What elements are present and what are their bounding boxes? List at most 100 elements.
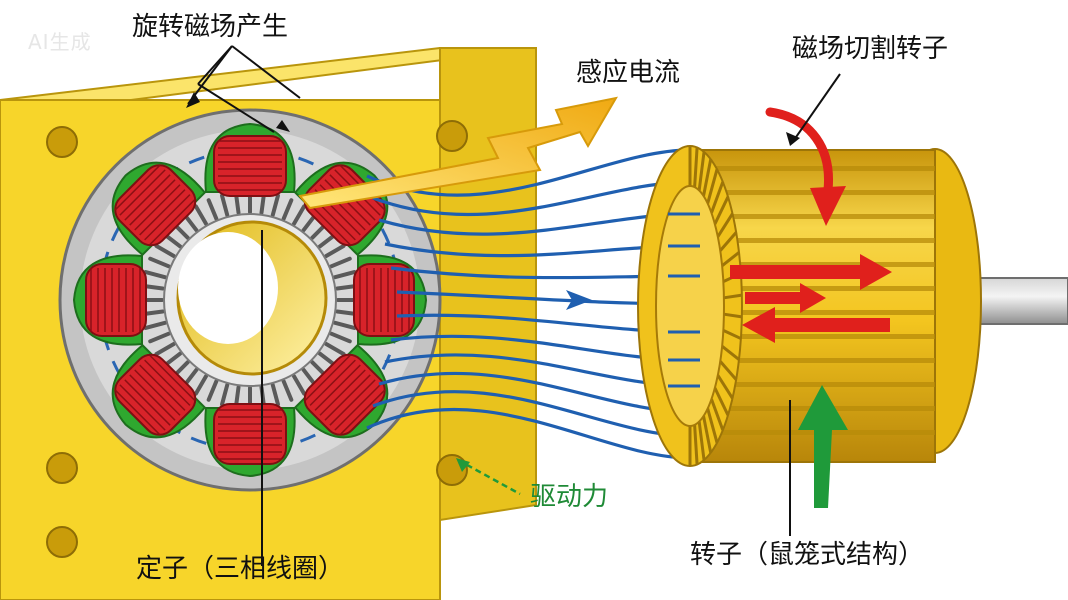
- coil-turn: [319, 369, 366, 416]
- rotor-end-slot: [693, 424, 699, 465]
- label-rotor: 转子（鼠笼式结构）: [690, 540, 925, 570]
- rotor-end-slot: [723, 293, 743, 300]
- mount-hole: [46, 452, 78, 484]
- coil-turn: [119, 384, 166, 431]
- driving-force-leader: [457, 458, 521, 496]
- stator-slot: [270, 193, 280, 217]
- induced-current-arrows: [730, 254, 892, 343]
- stator-slot: [220, 383, 230, 407]
- label-stator: 定子（三相线圈）: [136, 554, 345, 584]
- rotor-end-slot: [716, 374, 734, 400]
- stator-slot: [143, 320, 167, 330]
- coil-turn: [114, 164, 161, 211]
- stator-slot: [292, 204, 306, 226]
- rotor-bar: [692, 430, 935, 435]
- coil-turn: [339, 389, 386, 436]
- coil-turn: [139, 364, 186, 411]
- rotor-end-slot: [706, 408, 719, 444]
- stator-slot: [324, 342, 346, 356]
- coil-turn: [139, 189, 186, 236]
- coil-turn: [324, 374, 371, 421]
- coil-winding: [114, 353, 197, 436]
- rotor-end-slot: [693, 147, 699, 188]
- coil: [111, 343, 207, 439]
- stator-slot: [148, 256, 171, 269]
- coil: [353, 254, 428, 346]
- rotor-force-arrow: [798, 385, 848, 508]
- rotor-bar: [692, 238, 935, 243]
- coil: [204, 403, 296, 478]
- mount-hole: [46, 526, 78, 558]
- label-field-cuts-rotor: 磁场切割转子: [792, 34, 949, 64]
- field-line: [372, 390, 691, 438]
- rotor-bar: [692, 262, 935, 267]
- rotor-bar: [692, 382, 935, 387]
- coil-turn: [134, 184, 181, 231]
- rotor-bar: [692, 286, 935, 291]
- coil-turn: [129, 179, 176, 226]
- coil-winding: [353, 263, 415, 337]
- coil-winding: [213, 403, 287, 465]
- coil-turn: [309, 359, 356, 406]
- label-rotating-field: 旋转磁场产生: [132, 12, 289, 42]
- stator-slot: [154, 244, 176, 258]
- rotor-bar: [692, 166, 935, 171]
- coil-turn: [329, 379, 376, 426]
- induced-current-arrow: [298, 96, 618, 210]
- rotor-end-slot: [697, 421, 706, 461]
- coil-turn: [304, 354, 351, 401]
- coil-turn: [119, 169, 166, 216]
- coil-turn: [334, 384, 381, 431]
- coil-turn: [149, 354, 196, 401]
- stator-core: [58, 108, 442, 492]
- coil-turn: [124, 174, 171, 221]
- mount-hole: [46, 126, 78, 158]
- field-line: [372, 180, 691, 217]
- stator-slot: [329, 256, 352, 269]
- rotor-end-slot: [719, 231, 738, 252]
- coil: [72, 254, 147, 346]
- stator-slot: [281, 379, 294, 402]
- rotor-end-slot: [706, 168, 719, 204]
- stator-slot: [194, 374, 208, 396]
- field-direction-arrow: [566, 290, 592, 310]
- rotor-end-slot: [716, 212, 734, 238]
- coil-winding: [213, 135, 287, 197]
- stator-slot: [281, 198, 294, 221]
- rotor-bar: [692, 310, 935, 315]
- coil-turn: [314, 364, 361, 411]
- current-arrow-right: [745, 283, 826, 313]
- coil: [204, 122, 296, 197]
- rotor-end-slot: [723, 312, 743, 319]
- coil-turn: [149, 199, 196, 246]
- coil-turn: [134, 369, 181, 416]
- stator-slot: [220, 193, 230, 217]
- stator-slot: [292, 374, 306, 396]
- rotor-end-slot: [697, 151, 706, 191]
- field-cut-arrow: [765, 107, 833, 195]
- label-driving-force: 驱动力: [530, 482, 609, 512]
- coil-winding: [85, 263, 147, 337]
- field-line: [366, 407, 691, 460]
- stator-slot: [333, 270, 357, 280]
- rotor-end-slot: [702, 415, 713, 454]
- coil-winding: [303, 353, 386, 436]
- stator-slot: [143, 270, 167, 280]
- coil: [111, 161, 207, 257]
- watermark: AI生成: [28, 30, 92, 54]
- rotor-end-slots: [688, 146, 743, 466]
- stator-slot: [270, 383, 280, 407]
- rotor-end-slot: [710, 181, 725, 214]
- rotor-end-slot: [722, 329, 742, 340]
- rotor-bar: [692, 334, 935, 339]
- rotor-bar: [692, 214, 935, 219]
- stator-slot: [206, 379, 219, 402]
- rotor-end-slot: [719, 360, 738, 381]
- coil-turn: [114, 389, 161, 436]
- rotor: [637, 145, 1068, 467]
- stator-slot: [324, 244, 346, 258]
- stator-slot: [194, 204, 208, 226]
- coil-turn: [144, 359, 191, 406]
- stator-slot: [148, 331, 171, 344]
